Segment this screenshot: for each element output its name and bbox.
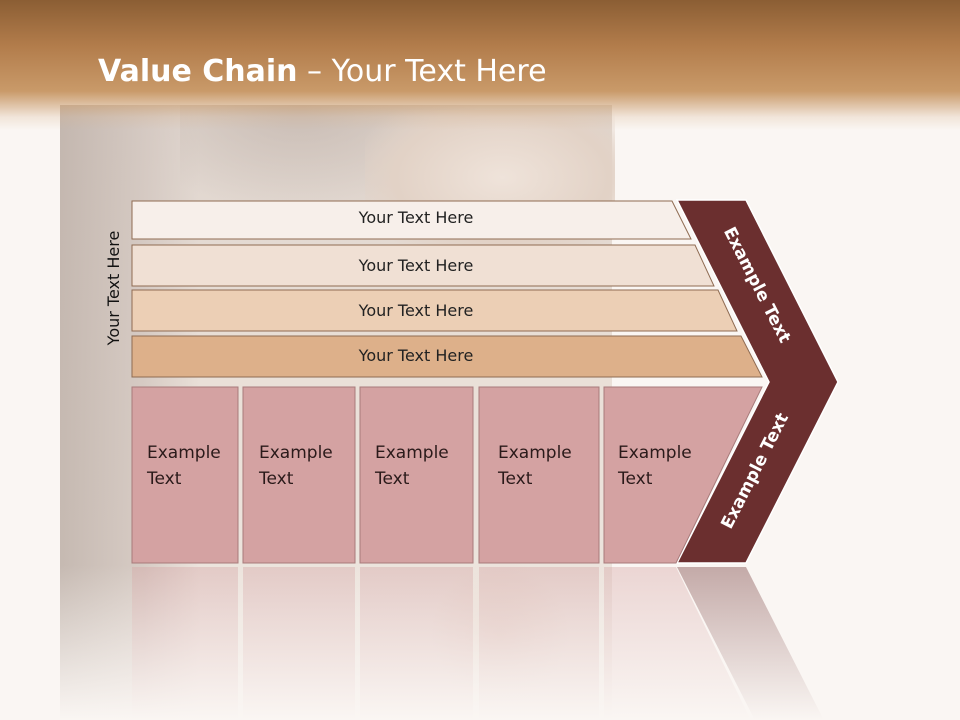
column-label-4-line1: Example <box>498 443 572 463</box>
column-label-1: Example Text <box>147 440 221 492</box>
column-label-5: Example Text <box>618 440 692 492</box>
column-label-3-line2: Text <box>375 469 410 489</box>
column-label-4-line2: Text <box>498 469 533 489</box>
column-label-2-line2: Text <box>259 469 294 489</box>
column-1 <box>131 386 239 564</box>
title-bar <box>0 0 960 130</box>
title-rest: – Your Text Here <box>297 54 547 89</box>
band-1 <box>131 200 692 240</box>
slide-title: Value Chain – Your Text Here <box>98 54 547 89</box>
column-label-2-line1: Example <box>259 443 333 463</box>
column-2 <box>242 386 356 564</box>
column-4 <box>478 386 600 564</box>
band-label-2: Your Text Here <box>358 256 474 275</box>
column-label-1-line2: Text <box>147 469 182 489</box>
column-label-3: Example Text <box>375 440 449 492</box>
column-label-4: Example Text <box>498 440 572 492</box>
title-bold: Value Chain <box>98 54 298 89</box>
band-2 <box>131 244 715 287</box>
chevron-arrow <box>675 199 839 564</box>
band-label-4: Your Text Here <box>358 346 474 365</box>
band-3 <box>131 289 738 332</box>
column-label-2: Example Text <box>259 440 333 492</box>
band-label-1: Your Text Here <box>358 208 474 227</box>
band-4 <box>131 335 763 378</box>
column-label-5-line1: Example <box>618 443 692 463</box>
band-label-3: Your Text Here <box>358 301 474 320</box>
column-label-1-line1: Example <box>147 443 221 463</box>
column-3 <box>359 386 474 564</box>
column-label-5-line2: Text <box>618 469 653 489</box>
column-label-3-line1: Example <box>375 443 449 463</box>
column-5 <box>603 386 763 564</box>
